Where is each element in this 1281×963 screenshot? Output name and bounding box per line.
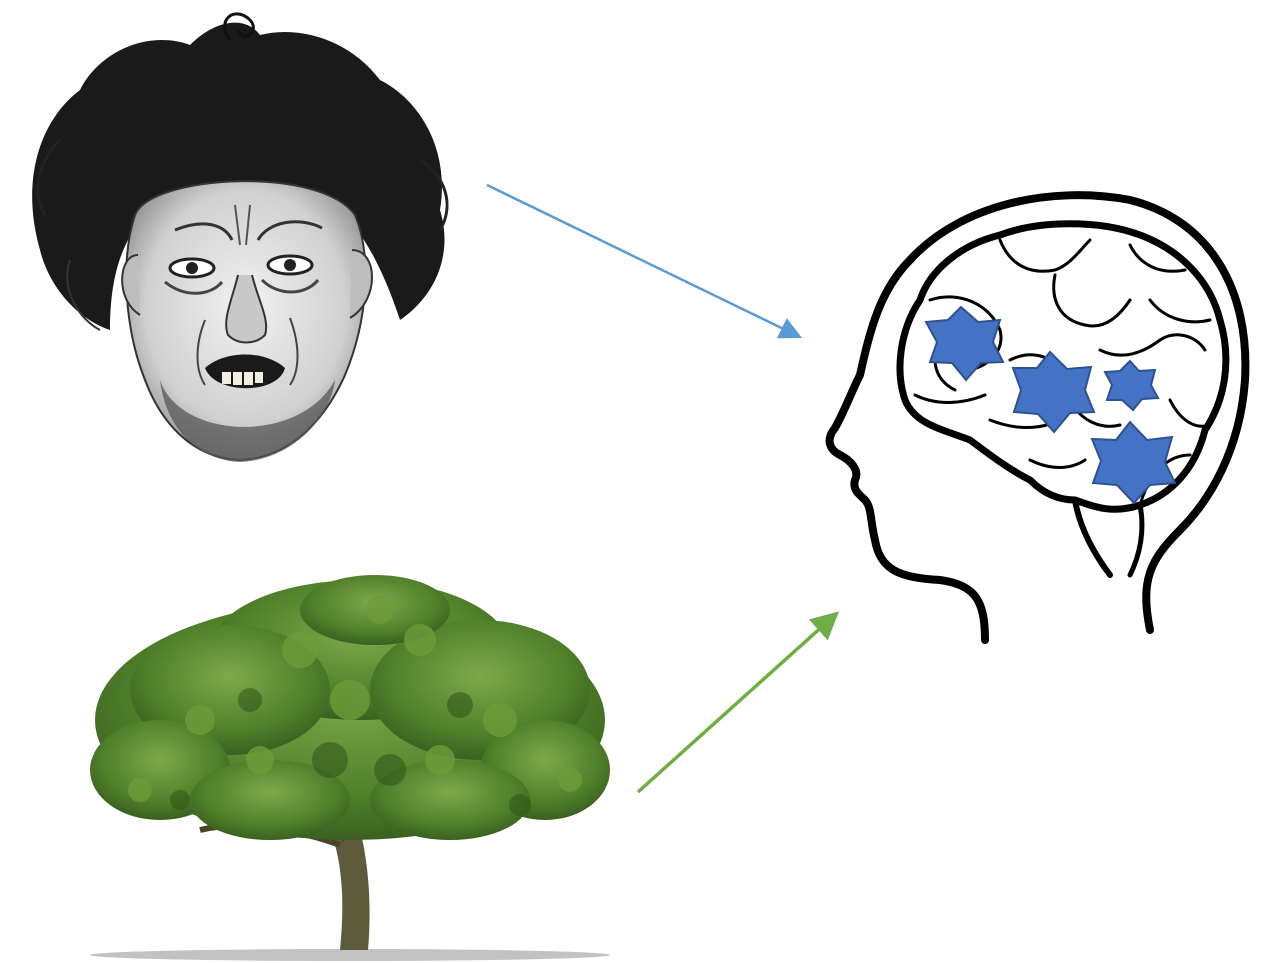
tree-to-brain-arrow	[638, 615, 835, 792]
face-to-brain-arrow	[487, 185, 798, 336]
activation-star-2	[1013, 352, 1094, 432]
activation-star-3	[1105, 361, 1158, 410]
angry-face-icon	[32, 14, 447, 462]
activation-stars	[926, 307, 1175, 503]
tree-icon	[90, 575, 610, 961]
brain-icon	[830, 195, 1246, 640]
